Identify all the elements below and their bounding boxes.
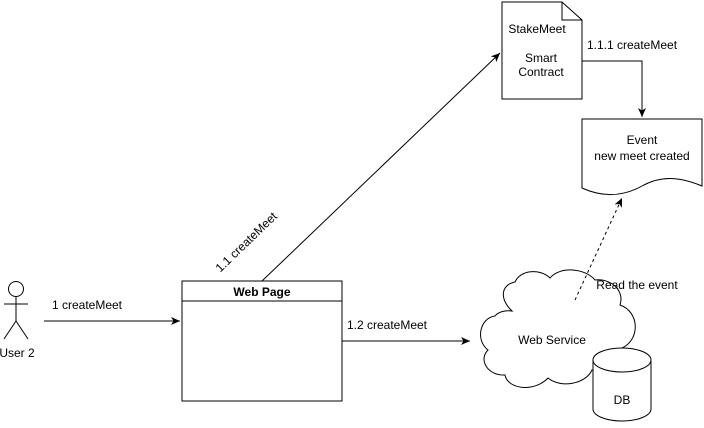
event-document[interactable] bbox=[581, 118, 703, 196]
edge-webpage-to-contract[interactable] bbox=[261, 52, 501, 282]
edge-contract-to-event[interactable] bbox=[582, 60, 646, 117]
database-label: DB bbox=[614, 393, 631, 407]
edge-label-user-to-webpage: 1 createMeet bbox=[52, 298, 123, 312]
smart-contract-note[interactable] bbox=[501, 1, 583, 100]
note-fold bbox=[561, 2, 582, 21]
smart-contract-line2: Smart bbox=[525, 51, 558, 65]
actor-head bbox=[8, 281, 24, 297]
smart-contract-line3: Contract bbox=[518, 65, 564, 79]
edge-service-reads-event[interactable] bbox=[574, 197, 623, 301]
edge-label-contract-to-event: 1.1.1 createMeet bbox=[587, 38, 678, 52]
edge-label-service-reads-event: Read the event bbox=[596, 278, 678, 292]
event-line1: Event bbox=[627, 133, 658, 147]
actor-leg-left bbox=[3, 320, 17, 340]
web-page-title: Web Page bbox=[233, 285, 290, 299]
web-page-box[interactable] bbox=[181, 280, 343, 402]
edge-label-webpage-to-contract: 1.1 createMeet bbox=[213, 209, 281, 275]
edge-label-webpage-to-service: 1.2 createMeet bbox=[347, 318, 428, 332]
actor-leg-right bbox=[15, 320, 29, 340]
smart-contract-line1: StakeMeet bbox=[508, 22, 566, 36]
web-service-label: Web Service bbox=[518, 333, 586, 347]
event-line2: new meet created bbox=[594, 149, 689, 163]
database-cylinder[interactable] bbox=[592, 347, 652, 422]
actor-user[interactable] bbox=[3, 281, 29, 340]
actor-label: User 2 bbox=[0, 346, 35, 360]
